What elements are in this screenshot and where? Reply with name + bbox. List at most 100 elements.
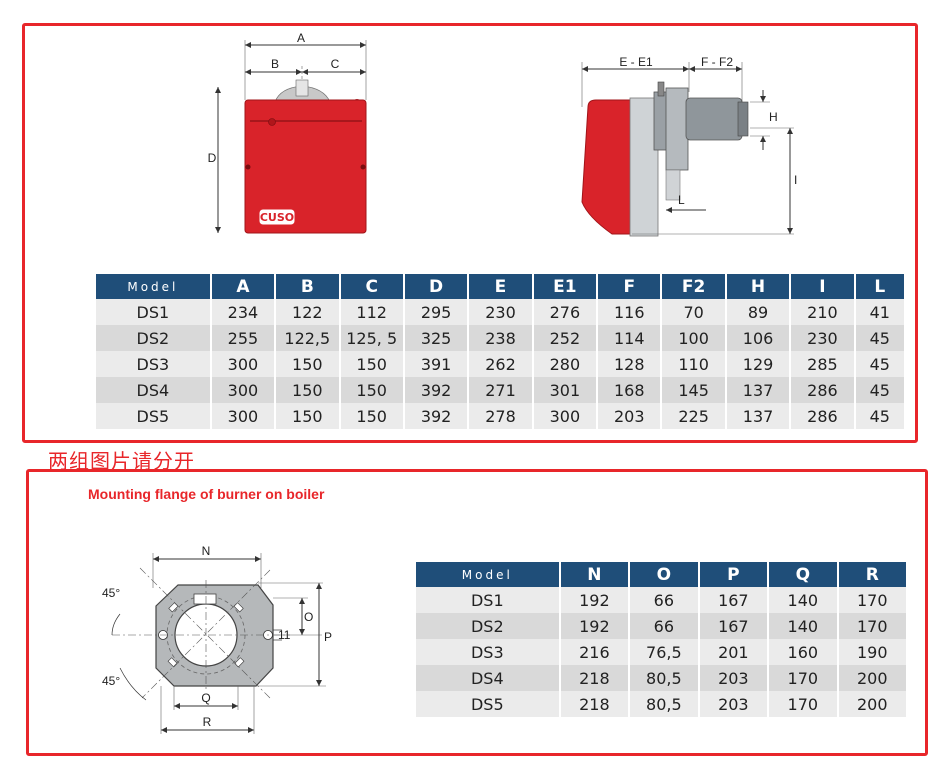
cell: 140	[769, 587, 837, 613]
cell: 285	[791, 351, 854, 377]
cell: 167	[699, 587, 768, 613]
cell: 45	[855, 351, 904, 377]
cell: 300	[211, 351, 275, 377]
header-h: H	[726, 274, 790, 299]
flange-dimensions-panel	[26, 469, 928, 756]
cell: 150	[276, 377, 339, 403]
cell: 200	[838, 691, 906, 717]
separation-note: 两组图片请分开	[48, 449, 195, 473]
header-q: Q	[769, 562, 837, 587]
cell: 66	[630, 613, 698, 639]
flange-drawing: N 45° 45° O P 11 Q R	[102, 544, 332, 734]
cell: 167	[699, 613, 768, 639]
cell: 76,5	[630, 639, 698, 665]
cell: 271	[469, 377, 532, 403]
cell: 100	[662, 325, 725, 351]
cell: 230	[791, 325, 854, 351]
cell: 203	[699, 691, 768, 717]
cell: 137	[726, 403, 790, 429]
header-i: I	[791, 274, 854, 299]
cell: 192	[560, 613, 629, 639]
table-row: DS3 300 150 150 391 262 280 128 110 129 …	[96, 351, 904, 377]
cell: 255	[211, 325, 275, 351]
flange-section-title: Mounting flange of burner on boiler	[88, 486, 325, 502]
table-row: DS1 192 66 167 140 170	[416, 587, 906, 613]
cell: 106	[726, 325, 790, 351]
cell: 230	[469, 299, 532, 325]
burner-front-view-drawing: A B C D CUSO	[208, 31, 367, 234]
table-header-row: Model N O P Q R	[416, 562, 906, 587]
cell: 80,5	[630, 665, 698, 691]
table-row: DS5 300 150 150 392 278 300 203 225 137 …	[96, 403, 904, 429]
cell: 45	[855, 403, 904, 429]
cell: 190	[838, 639, 906, 665]
cell: 300	[533, 403, 597, 429]
dim-h-label: H	[769, 110, 778, 124]
header-e1: E1	[533, 274, 597, 299]
dim-b-label: B	[271, 57, 279, 71]
cell: 252	[533, 325, 597, 351]
dim-11-label: 11	[278, 628, 291, 642]
dim-f-f2-label: F - F2	[701, 55, 733, 69]
cell-model: DS2	[416, 613, 559, 639]
header-a: A	[211, 274, 275, 299]
cell: 391	[404, 351, 468, 377]
cuso-logo: CUSO	[260, 211, 294, 224]
cell: 200	[838, 665, 906, 691]
header-f: F	[598, 274, 661, 299]
cell: 140	[769, 613, 837, 639]
cell: 116	[598, 299, 661, 325]
dim-r-label: R	[203, 715, 212, 729]
cell: 216	[560, 639, 629, 665]
cell: 137	[726, 377, 790, 403]
cell: 170	[838, 613, 906, 639]
cell: 218	[560, 691, 629, 717]
header-e: E	[469, 274, 532, 299]
dim-q-label: Q	[201, 691, 210, 705]
cell: 45	[855, 377, 904, 403]
cell: 66	[630, 587, 698, 613]
table-row: DS3 216 76,5 201 160 190	[416, 639, 906, 665]
header-f2: F2	[662, 274, 725, 299]
cell-model: DS3	[416, 639, 559, 665]
cell: 41	[855, 299, 904, 325]
cell: 110	[662, 351, 725, 377]
cell: 89	[726, 299, 790, 325]
header-n: N	[560, 562, 629, 587]
cell: 150	[276, 403, 339, 429]
cell: 300	[211, 377, 275, 403]
cell: 203	[598, 403, 661, 429]
cell: 301	[533, 377, 597, 403]
cell: 128	[598, 351, 661, 377]
cell: 210	[791, 299, 854, 325]
cell: 295	[404, 299, 468, 325]
cell: 80,5	[630, 691, 698, 717]
header-b: B	[276, 274, 339, 299]
cell: 150	[340, 351, 403, 377]
dim-i-label: I	[794, 173, 797, 187]
cell: 145	[662, 377, 725, 403]
cell: 203	[699, 665, 768, 691]
cell: 170	[769, 665, 837, 691]
cell: 286	[791, 403, 854, 429]
cell: 45	[855, 325, 904, 351]
cell-model: DS1	[96, 299, 210, 325]
header-p: P	[699, 562, 768, 587]
cell: 150	[276, 351, 339, 377]
header-l: L	[855, 274, 904, 299]
burner-side-view-drawing: E - E1 F - F2 H I L	[581, 55, 797, 237]
cell-model: DS4	[96, 377, 210, 403]
cell-model: DS4	[416, 665, 559, 691]
header-c: C	[340, 274, 403, 299]
dim-d-label: D	[208, 151, 217, 165]
cell: 234	[211, 299, 275, 325]
table-row: DS5 218 80,5 203 170 200	[416, 691, 906, 717]
cell: 286	[791, 377, 854, 403]
cell-model: DS5	[96, 403, 210, 429]
table-header-row: Model A B C D E E1 F F2 H I L	[96, 274, 904, 299]
header-o: O	[630, 562, 698, 587]
cell: 300	[211, 403, 275, 429]
cell: 170	[769, 691, 837, 717]
cell: 150	[340, 377, 403, 403]
angle-bottom-label: 45°	[102, 674, 120, 688]
